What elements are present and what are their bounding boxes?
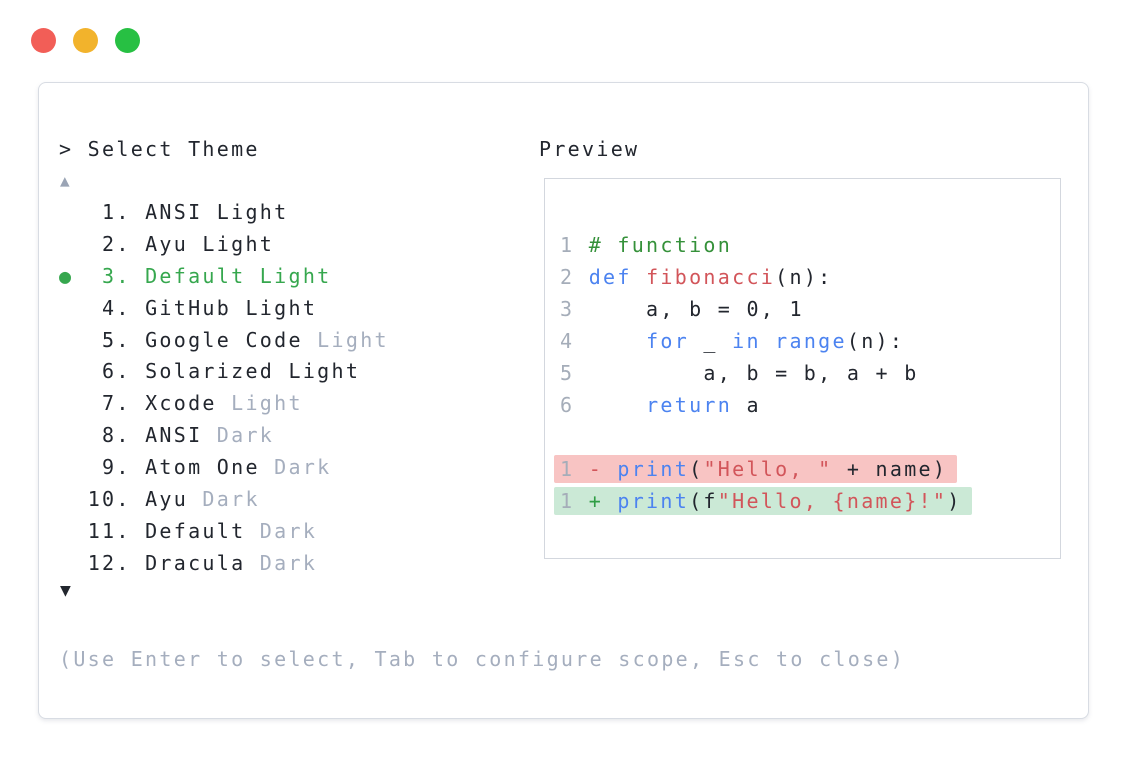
scroll-down-icon[interactable]: ▼ bbox=[60, 580, 71, 601]
theme-option-4[interactable]: 4. GitHub Light bbox=[87, 295, 318, 320]
keyboard-hint: (Use Enter to select, Tab to configure s… bbox=[59, 647, 906, 671]
theme-option-1[interactable]: 1. ANSI Light bbox=[87, 200, 289, 224]
code-line: 2 def fibonacci(n): bbox=[560, 265, 833, 289]
close-window-icon[interactable] bbox=[31, 28, 56, 53]
theme-option-12[interactable]: 12. Dracula Dark bbox=[87, 550, 318, 575]
line-number: 4 bbox=[560, 329, 575, 353]
code-preview: 1 # function 2 def fibonacci(n): 3 a, b = … bbox=[554, 229, 972, 517]
line-number: 1 bbox=[560, 457, 575, 481]
line-number: 2 bbox=[560, 265, 575, 289]
maximize-window-icon[interactable] bbox=[115, 28, 140, 53]
theme-option-7[interactable]: 7. Xcode Light bbox=[87, 391, 303, 416]
code-line: 3 a, b = 0, 1 bbox=[560, 297, 804, 321]
theme-option-11[interactable]: 11. Default Dark bbox=[87, 518, 318, 543]
code-line: 1 # function bbox=[560, 233, 733, 257]
diff-added-line: 1 + print(f"Hello, {name}!") bbox=[554, 485, 972, 517]
scroll-up-icon[interactable]: ▲ bbox=[60, 171, 70, 190]
theme-option-2[interactable]: 2. Ayu Light bbox=[87, 231, 275, 256]
theme-option-6[interactable]: 6. Solarized Light bbox=[87, 359, 361, 384]
theme-selector-panel: > Select Theme Preview ▲ 1. ANSI Light 2… bbox=[38, 82, 1089, 719]
preview-heading: Preview bbox=[539, 137, 640, 161]
minimize-window-icon[interactable] bbox=[73, 28, 98, 53]
code-line: 4 for _ in range(n): bbox=[560, 329, 905, 353]
code-line bbox=[560, 421, 972, 453]
line-number: 3 bbox=[560, 297, 575, 321]
theme-option-5[interactable]: 5. Google Code Light bbox=[87, 327, 389, 352]
code-line: 5 a, b = b, a + b bbox=[560, 361, 919, 385]
theme-option-10[interactable]: 10. Ayu Dark bbox=[87, 487, 260, 512]
line-number: 1 bbox=[560, 489, 575, 513]
preview-box: 1 # function 2 def fibonacci(n): 3 a, b = … bbox=[544, 178, 1061, 559]
select-theme-prompt: > Select Theme bbox=[59, 137, 260, 161]
theme-option-3[interactable]: ● 3. Default Light bbox=[59, 263, 332, 288]
line-number: 1 bbox=[560, 233, 575, 257]
code-line: 6 return a bbox=[560, 393, 761, 417]
line-number: 6 bbox=[560, 393, 575, 417]
line-number: 5 bbox=[560, 361, 575, 385]
diff-removed-line: 1 - print("Hello, " + name) bbox=[554, 453, 972, 485]
theme-list: 1. ANSI Light 2. Ayu Light ● 3. Default L… bbox=[59, 197, 389, 580]
theme-option-9[interactable]: 9. Atom One Dark bbox=[87, 455, 332, 480]
window-controls bbox=[31, 28, 140, 53]
theme-option-8[interactable]: 8. ANSI Dark bbox=[87, 423, 275, 448]
